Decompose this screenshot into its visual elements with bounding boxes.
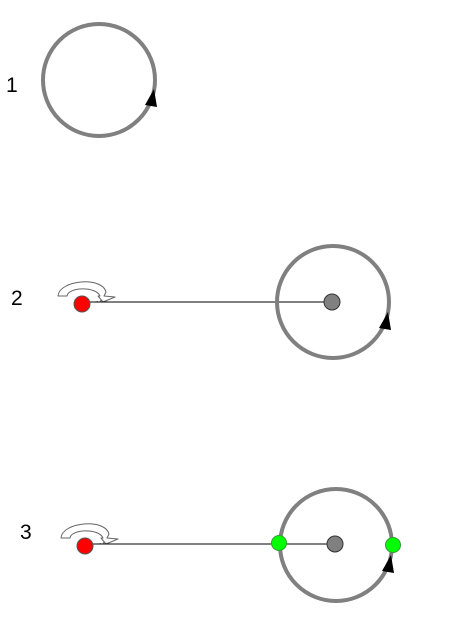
step-3-center-dot [326,535,344,553]
step-3-green-dot-right [385,537,401,553]
step-2-spin-arrow-icon [57,281,116,303]
step-3-spin-arrow-icon [60,523,119,545]
step-2-orbit-arrow [379,312,391,330]
step-2-orbit-circle [275,244,391,360]
step-3-red-dot [76,537,94,555]
step-3-green-dot-left [271,535,287,551]
step-2: 2 [11,244,391,360]
step-1-label: 1 [6,74,18,97]
step-3-orbit-arrow [382,555,394,573]
step-2-label: 2 [11,287,23,310]
step-1: 1 [6,22,157,138]
step-3: 3 [20,487,401,603]
step-1-orbit-circle [41,22,157,138]
step-2-red-dot [73,295,91,313]
step-3-label: 3 [20,521,32,544]
step-1-orbit-arrow [145,89,157,107]
step-2-center-dot [323,293,341,311]
